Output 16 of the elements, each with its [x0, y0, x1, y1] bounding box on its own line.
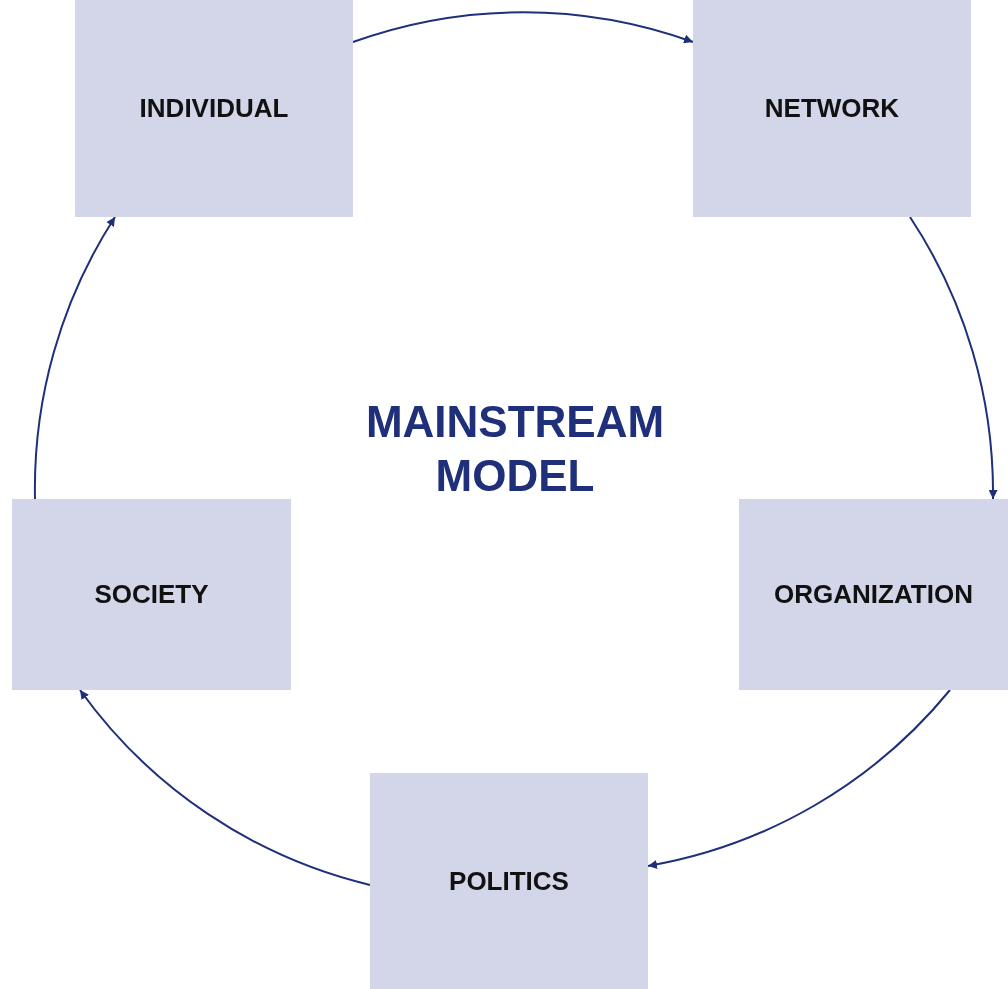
- concept-box: [739, 499, 1008, 690]
- curved-arrow: [34, 216, 116, 500]
- curved-arrow: [79, 689, 371, 886]
- diagram-title: MAINSTREAM MODEL: [364, 396, 666, 502]
- concept-box: [370, 773, 648, 989]
- concept-box: [693, 0, 971, 217]
- curved-arrow: [909, 216, 998, 500]
- box-label: SOCIETY: [94, 578, 209, 611]
- curved-arrow: [647, 689, 951, 869]
- concept-box: [12, 499, 291, 690]
- box-label: INDIVIDUAL: [139, 92, 289, 125]
- box-label: ORGANIZATION: [774, 578, 973, 611]
- box-label: POLITICS: [449, 864, 569, 898]
- box-label: NETWORK: [764, 92, 900, 125]
- curved-arrow: [352, 11, 694, 44]
- concept-box: [75, 0, 353, 217]
